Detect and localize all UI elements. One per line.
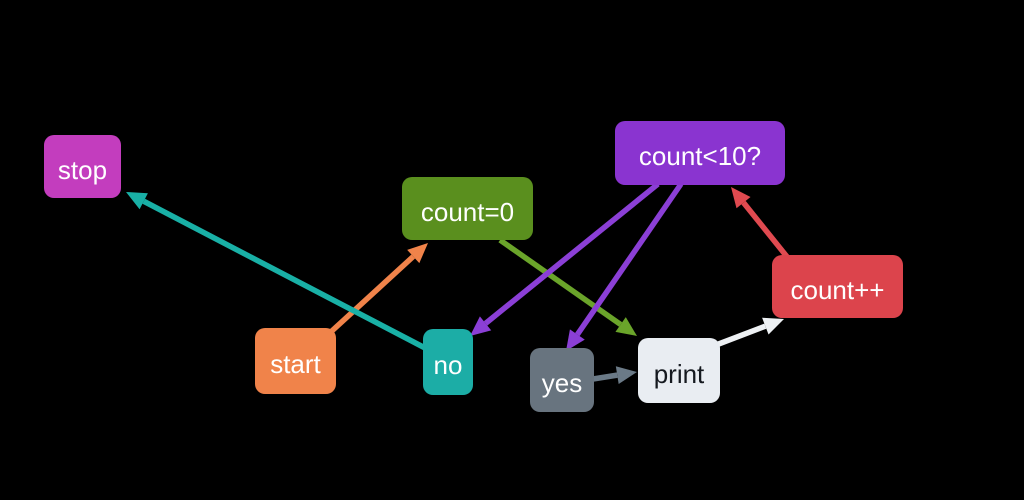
edge-print-to-countpp — [715, 323, 767, 348]
arrowhead-print-to-countpp — [762, 317, 784, 335]
edge-cond-to-no — [483, 181, 660, 326]
node-label-yes: yes — [541, 368, 583, 398]
node-cond: count<10? — [615, 121, 785, 185]
node-countpp: count++ — [772, 255, 903, 318]
node-stop: stop — [44, 135, 121, 198]
node-label-countpp: count++ — [790, 274, 885, 305]
arrowhead-start-to-count0 — [407, 243, 428, 264]
node-no: no — [423, 329, 473, 395]
arrowhead-cond-to-no — [470, 316, 492, 336]
node-label-no: no — [433, 350, 463, 380]
edge-countpp-to-cond — [741, 200, 791, 260]
node-label-count0: count=0 — [420, 196, 515, 227]
node-count0: count=0 — [402, 177, 533, 240]
edge-cond-to-yes — [575, 182, 684, 337]
node-label-cond: count<10? — [638, 141, 762, 171]
node-yes: yes — [530, 348, 594, 412]
node-label-start: start — [270, 349, 321, 379]
edge-start-to-count0 — [320, 254, 416, 343]
edge-yes-to-print — [592, 372, 618, 382]
arrowhead-no-to-stop — [126, 192, 148, 210]
edge-count0-to-print — [498, 237, 623, 327]
arrowhead-countpp-to-cond — [731, 187, 751, 209]
node-label-print: print — [653, 358, 705, 389]
arrowhead-cond-to-yes — [566, 329, 585, 351]
node-print: print — [638, 338, 720, 403]
edge-no-to-stop — [142, 198, 429, 352]
arrowhead-count0-to-print — [615, 317, 637, 336]
arrowhead-yes-to-print — [615, 366, 637, 385]
node-start: start — [255, 328, 336, 394]
node-label-stop: stop — [57, 154, 108, 185]
